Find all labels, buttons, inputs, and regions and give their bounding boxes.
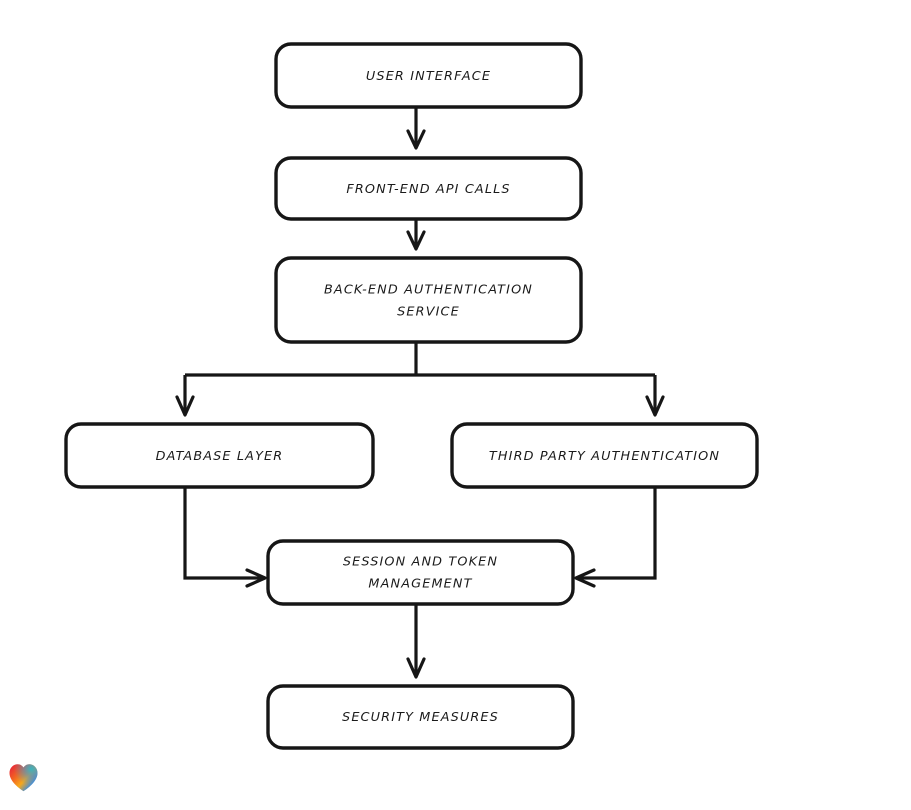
node-label-third-party-authentication: THIRD PARTY AUTHENTICATION <box>489 449 720 464</box>
edge-api-to-backend <box>406 219 426 251</box>
edge-thirdparty-to-session <box>574 487 657 588</box>
edge-ui-to-api <box>406 107 426 150</box>
node-label-front-end-api-calls: FRONT-END API CALLS <box>346 182 510 197</box>
node-label-security-measures: SECURITY MEASURES <box>342 710 499 725</box>
heart-icon <box>9 764 38 792</box>
node-user-interface[interactable]: USER INTERFACE <box>274 42 583 109</box>
node-session-and-token-management[interactable]: SESSION AND TOKEN MANAGEMENT <box>266 539 575 606</box>
node-label-database-layer: DATABASE LAYER <box>156 449 284 464</box>
node-label-session-line2: MANAGEMENT <box>368 577 472 592</box>
node-database-layer[interactable]: DATABASE LAYER <box>64 422 375 489</box>
node-label-back-end-line1: BACK-END AUTHENTICATION <box>324 283 533 298</box>
edge-backend-to-thirdparty <box>645 375 665 417</box>
node-label-user-interface: USER INTERFACE <box>366 69 491 84</box>
edge-backend-split-bar <box>185 342 655 377</box>
node-back-end-authentication-service[interactable]: BACK-END AUTHENTICATION SERVICE <box>274 256 583 344</box>
node-security-measures[interactable]: SECURITY MEASURES <box>266 684 575 750</box>
node-label-session-line1: SESSION AND TOKEN <box>343 555 498 570</box>
edge-database-to-session <box>183 487 267 588</box>
node-label-back-end-line2: SERVICE <box>397 305 460 320</box>
node-third-party-authentication[interactable]: THIRD PARTY AUTHENTICATION <box>450 422 759 489</box>
edge-session-to-security <box>406 604 426 679</box>
node-front-end-api-calls[interactable]: FRONT-END API CALLS <box>274 156 583 221</box>
edge-backend-to-database <box>175 375 195 417</box>
